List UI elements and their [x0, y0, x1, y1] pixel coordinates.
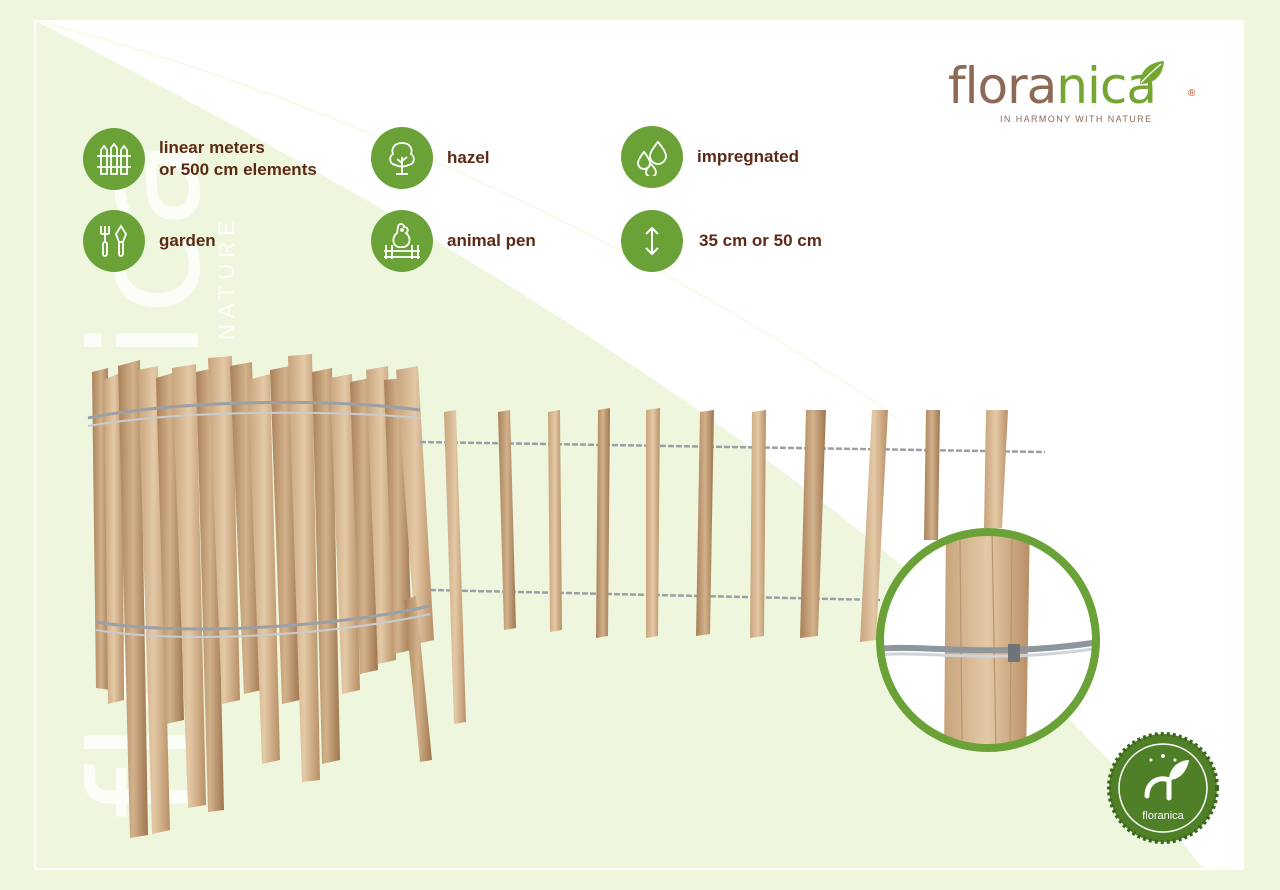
badge-label: floranica	[1142, 810, 1184, 822]
feature-label: hazel	[447, 148, 490, 167]
logo-prefix: flora	[948, 57, 1057, 115]
feature-treatment: impregnated	[621, 126, 799, 188]
fence-icon	[83, 128, 145, 190]
feature-label: linear meters or 500 cm elements	[159, 138, 317, 179]
wire-detail-zoom	[876, 528, 1100, 752]
feature-label: impregnated	[697, 147, 800, 166]
logo-tagline: IN HARMONY WITH NATURE	[1000, 114, 1153, 124]
feature-use-pen: animal pen	[371, 210, 536, 272]
logo-suffix: nica	[1056, 57, 1157, 115]
tree-icon	[371, 127, 433, 189]
feature-label: 35 cm or 50 cm	[699, 231, 822, 250]
feature-label: garden	[159, 231, 216, 250]
floranica-logo: floranica ® IN HARMONY WITH NATURE	[948, 58, 1218, 124]
feature-length: linear meters or 500 cm elements	[83, 128, 317, 190]
height-arrows-icon	[621, 210, 683, 272]
rolled-fence-bundle	[87, 354, 434, 838]
chicken-pen-icon	[371, 210, 433, 272]
feature-use-garden: garden	[83, 210, 216, 272]
garden-tools-icon	[83, 210, 145, 272]
registered-mark: ®	[1188, 88, 1196, 99]
feature-material: hazel	[371, 127, 490, 189]
leaf-icon	[1140, 61, 1164, 84]
feature-height: 35 cm or 50 cm	[621, 210, 822, 272]
feature-label: animal pen	[447, 231, 536, 250]
fence-slats	[444, 408, 1008, 724]
water-drops-icon	[621, 126, 683, 188]
floranica-badge: floranica	[1107, 732, 1219, 844]
logo-wordmark: floranica	[948, 58, 1218, 114]
